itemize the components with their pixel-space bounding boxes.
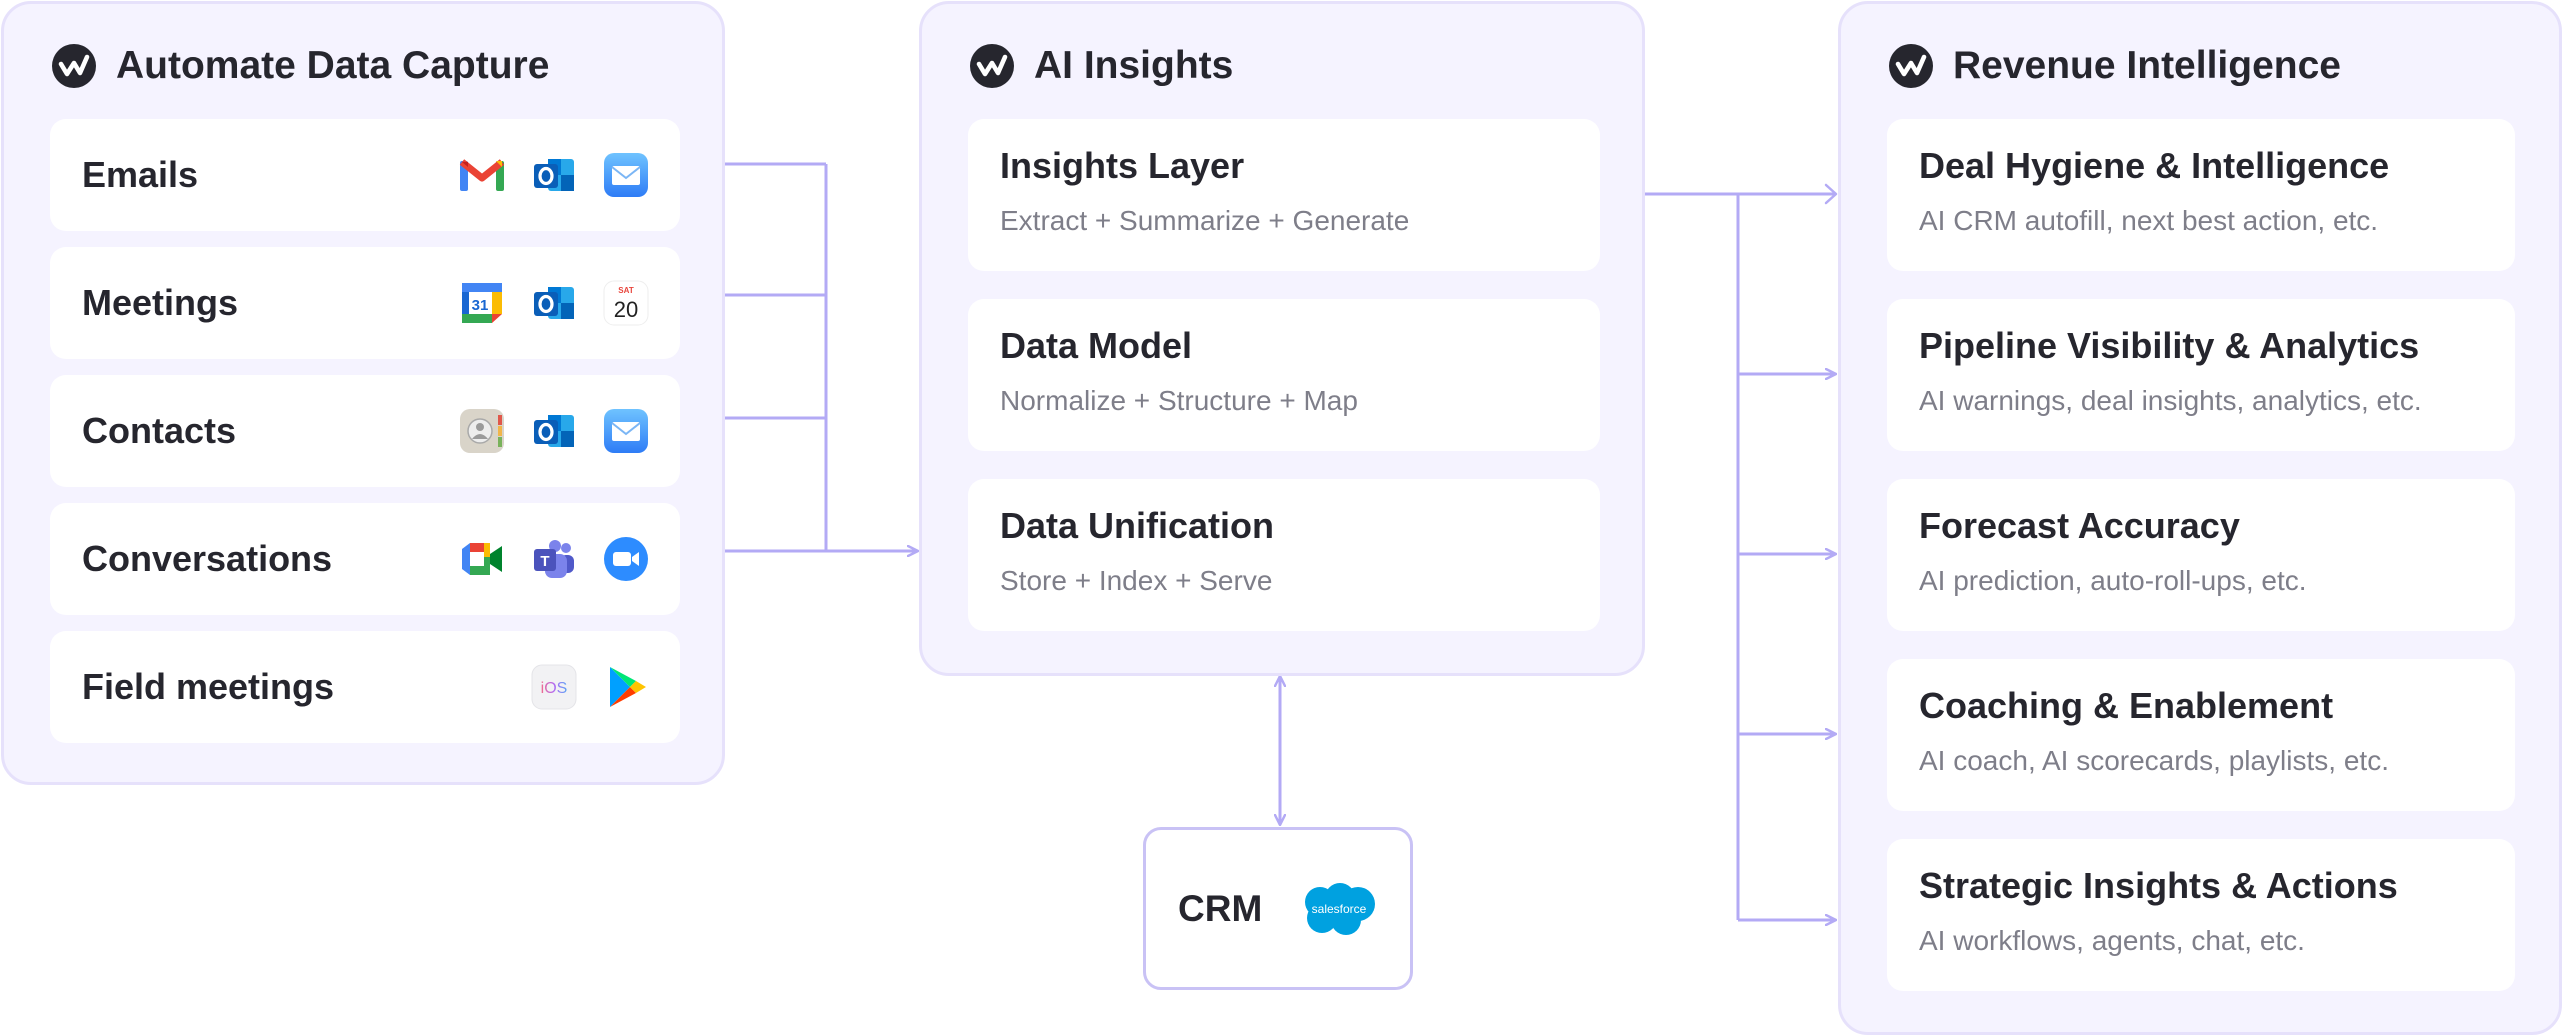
salesforce-logo-icon: salesforce bbox=[1305, 883, 1375, 935]
source-card-meetings[interactable]: Meetings 31 SAT 20 bbox=[50, 247, 680, 359]
outcome-title: Deal Hygiene & Intelligence bbox=[1919, 145, 2390, 186]
microsoft-teams-icon: T bbox=[534, 540, 574, 578]
outcome-subtitle: AI warnings, deal insights, analytics, e… bbox=[1919, 385, 2422, 416]
outcome-subtitle: AI prediction, auto-roll-ups, etc. bbox=[1919, 565, 2307, 596]
ios-icon: iOS bbox=[531, 664, 577, 710]
brand-logo-icon bbox=[52, 44, 96, 88]
brand-logo-icon bbox=[1889, 44, 1933, 88]
source-label: Emails bbox=[82, 154, 199, 195]
outcome-title: Forecast Accuracy bbox=[1919, 505, 2240, 546]
outcome-title: Coaching & Enablement bbox=[1919, 685, 2334, 726]
source-card-conversations[interactable]: Conversations T bbox=[50, 503, 680, 615]
layer-title: Data Model bbox=[1000, 325, 1193, 366]
insights-panel: AI Insights Insights Layer Extract + Sum… bbox=[919, 1, 1645, 676]
layer-card-insights[interactable]: Insights Layer Extract + Summarize + Gen… bbox=[968, 119, 1600, 271]
insights-panel-title: AI Insights bbox=[970, 44, 1233, 88]
outcome-card-strategic[interactable]: Strategic Insights & Actions AI workflow… bbox=[1887, 839, 2515, 991]
layer-title: Data Unification bbox=[1000, 505, 1275, 546]
ios-text: iOS bbox=[541, 680, 568, 697]
outlook-icon bbox=[534, 287, 574, 319]
outcome-title: Strategic Insights & Actions bbox=[1919, 865, 2398, 906]
salesforce-logo-text: salesforce bbox=[1312, 902, 1367, 916]
source-card-contacts[interactable]: Contacts bbox=[50, 375, 680, 487]
google-play-icon bbox=[610, 667, 646, 707]
outcome-card-deal-hygiene[interactable]: Deal Hygiene & Intelligence AI CRM autof… bbox=[1887, 119, 2515, 271]
crm-box[interactable]: CRM salesforce bbox=[1143, 827, 1413, 990]
outcome-card-pipeline[interactable]: Pipeline Visibility & Analytics AI warni… bbox=[1887, 299, 2515, 451]
source-label: Conversations bbox=[82, 538, 333, 579]
google-meet-icon bbox=[462, 543, 502, 575]
outlook-icon bbox=[534, 415, 574, 447]
revenue-panel-title: Revenue Intelligence bbox=[1889, 44, 2341, 88]
source-card-field-meetings[interactable]: Field meetings iOS bbox=[50, 631, 680, 743]
outcome-card-forecast[interactable]: Forecast Accuracy AI prediction, auto-ro… bbox=[1887, 479, 2515, 631]
layer-subtitle: Extract + Summarize + Generate bbox=[1000, 205, 1410, 236]
outcome-subtitle: AI workflows, agents, chat, etc. bbox=[1919, 925, 2305, 956]
outcome-subtitle: AI coach, AI scorecards, playlists, etc. bbox=[1919, 745, 2389, 776]
layer-subtitle: Store + Index + Serve bbox=[1000, 565, 1273, 596]
outcome-subtitle: AI CRM autofill, next best action, etc. bbox=[1919, 205, 2379, 236]
capture-panel-title: Automate Data Capture bbox=[52, 44, 549, 88]
layer-card-data-model[interactable]: Data Model Normalize + Structure + Map bbox=[968, 299, 1600, 451]
revenue-panel: Revenue Intelligence Deal Hygiene & Inte… bbox=[1838, 1, 2562, 1035]
source-label: Meetings bbox=[82, 282, 239, 323]
layer-card-data-unification[interactable]: Data Unification Store + Index + Serve bbox=[968, 479, 1600, 631]
capture-panel: Automate Data Capture Emails bbox=[1, 1, 725, 785]
teams-letter-text: T bbox=[540, 553, 549, 570]
outcome-card-coaching[interactable]: Coaching & Enablement AI coach, AI score… bbox=[1887, 659, 2515, 811]
source-label: Field meetings bbox=[82, 666, 335, 707]
gcal-date-text: 31 bbox=[472, 297, 489, 314]
arrow-to-deal-hygiene bbox=[1824, 183, 1838, 205]
apple-mail-icon bbox=[604, 153, 648, 197]
source-card-emails[interactable]: Emails bbox=[50, 119, 680, 231]
google-calendar-icon: 31 bbox=[462, 283, 502, 323]
outlook-icon bbox=[534, 159, 574, 191]
apple-calendar-icon: SAT 20 bbox=[603, 280, 649, 326]
layer-subtitle: Normalize + Structure + Map bbox=[1000, 385, 1358, 416]
zoom-icon bbox=[604, 537, 648, 581]
apple-mail-icon bbox=[604, 409, 648, 453]
brand-logo-icon bbox=[970, 44, 1014, 88]
calendar-date-text: 20 bbox=[614, 297, 638, 322]
crm-label: CRM bbox=[1178, 887, 1263, 929]
gmail-icon bbox=[459, 159, 505, 191]
layer-title: Insights Layer bbox=[1000, 145, 1245, 186]
outcome-title: Pipeline Visibility & Analytics bbox=[1919, 325, 2420, 366]
apple-contacts-icon bbox=[460, 409, 504, 453]
calendar-day-text: SAT bbox=[618, 286, 634, 295]
source-label: Contacts bbox=[82, 410, 237, 451]
